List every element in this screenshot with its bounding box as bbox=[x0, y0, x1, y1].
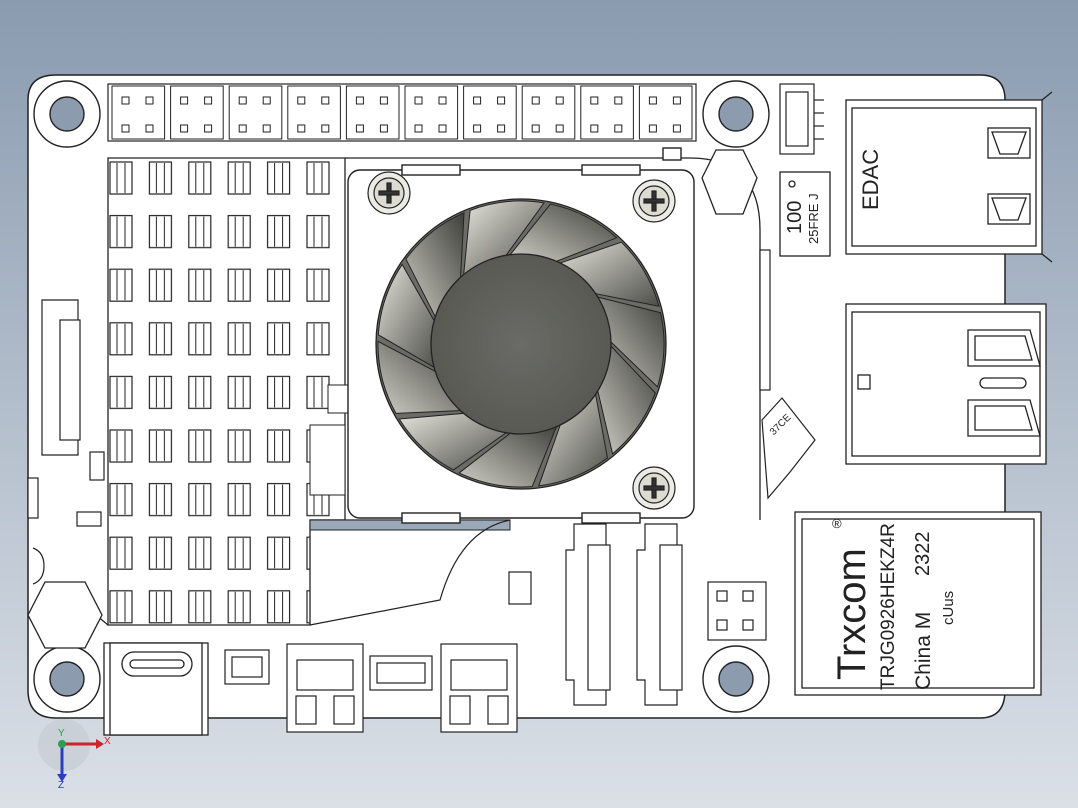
jst-connectors bbox=[224, 649, 433, 691]
gpio-pin bbox=[473, 124, 482, 133]
ethernet-registered: ® bbox=[832, 516, 842, 531]
hex-standoffs bbox=[27, 149, 758, 649]
ethernet-part: TRJG0926HEKZ4R bbox=[878, 523, 899, 690]
heatsink bbox=[59, 157, 761, 626]
gpio-pin bbox=[321, 96, 330, 105]
gpio-pin bbox=[555, 124, 564, 133]
ethernet-date: 2322 bbox=[912, 531, 934, 577]
gpio-pin bbox=[145, 96, 154, 105]
gpio-pin bbox=[355, 96, 364, 105]
gpio-cell bbox=[287, 85, 341, 140]
gpio-cell bbox=[580, 85, 634, 140]
gpio-pin bbox=[180, 96, 189, 105]
gpio-pin bbox=[614, 96, 623, 105]
fan-connector bbox=[779, 83, 824, 155]
small-components bbox=[27, 451, 767, 641]
gpio-pin bbox=[262, 124, 271, 133]
gpio-cell bbox=[228, 85, 283, 140]
axis-z-label: Z bbox=[58, 780, 65, 791]
gpio-pin bbox=[121, 124, 130, 133]
gpio-pin bbox=[497, 124, 506, 133]
gpio-pin bbox=[297, 96, 306, 105]
gpio-pin bbox=[204, 96, 213, 105]
gpio-pin bbox=[555, 96, 564, 105]
fan-icon bbox=[375, 198, 667, 490]
gpio-pin bbox=[531, 96, 540, 105]
gpio-pin bbox=[590, 96, 599, 105]
gpio-pin bbox=[672, 124, 681, 133]
gpio-pin bbox=[204, 124, 213, 133]
gpio-pin bbox=[438, 96, 447, 105]
gpio-pin bbox=[648, 96, 657, 105]
gpio-header bbox=[107, 83, 697, 142]
gpio-cell bbox=[404, 85, 459, 140]
gpio-pin bbox=[379, 96, 388, 105]
gpio-pin bbox=[497, 96, 506, 105]
gpio-pin bbox=[614, 124, 623, 133]
mounting-holes bbox=[33, 80, 770, 713]
phillips-screw-icon bbox=[367, 171, 676, 510]
gpio-pin bbox=[379, 124, 388, 133]
gpio-pin bbox=[473, 96, 482, 105]
gpio-cell bbox=[638, 85, 693, 140]
ethernet-origin: China M bbox=[912, 611, 935, 690]
micro-hdmi-ports bbox=[286, 643, 518, 733]
axis-x-label: X bbox=[104, 736, 111, 747]
gpio-cell bbox=[521, 85, 576, 140]
gpio-pin bbox=[414, 124, 423, 133]
gpio-pin bbox=[590, 124, 599, 133]
usb-port-upper bbox=[845, 91, 1053, 263]
usb-label: EDAC bbox=[858, 148, 883, 210]
gpio-cell bbox=[463, 85, 517, 140]
gpio-pin bbox=[531, 124, 540, 133]
gpio-cell bbox=[111, 85, 166, 140]
gpio-pin bbox=[672, 96, 681, 105]
gpio-pin bbox=[262, 96, 271, 105]
gpio-pin bbox=[297, 124, 306, 133]
gpio-pin bbox=[238, 124, 247, 133]
gpio-pin bbox=[355, 124, 364, 133]
gpio-cell bbox=[170, 85, 224, 140]
crystal-label-bottom: 25FRE J bbox=[806, 193, 821, 244]
usb-port-lower bbox=[845, 303, 1047, 465]
crystal-label-top: 100 bbox=[784, 200, 806, 234]
gpio-pin bbox=[238, 96, 247, 105]
gpio-pin bbox=[121, 96, 130, 105]
gpio-cell bbox=[345, 85, 400, 140]
gpio-pin bbox=[414, 96, 423, 105]
gpio-pin bbox=[180, 124, 189, 133]
ethernet-brand: Trxcom bbox=[830, 548, 874, 680]
usb-c-port bbox=[103, 642, 209, 736]
gpio-pin bbox=[145, 124, 154, 133]
axis-triad-icon bbox=[38, 719, 104, 782]
ribbon-connectors bbox=[41, 299, 683, 706]
ethernet-port bbox=[794, 511, 1042, 696]
gpio-pin bbox=[648, 124, 657, 133]
crystal-component bbox=[779, 171, 831, 257]
ethernet-cert: cUus bbox=[940, 590, 957, 625]
gpio-pin bbox=[321, 124, 330, 133]
gpio-pin bbox=[438, 124, 447, 133]
axis-y-label: Y bbox=[58, 728, 65, 739]
